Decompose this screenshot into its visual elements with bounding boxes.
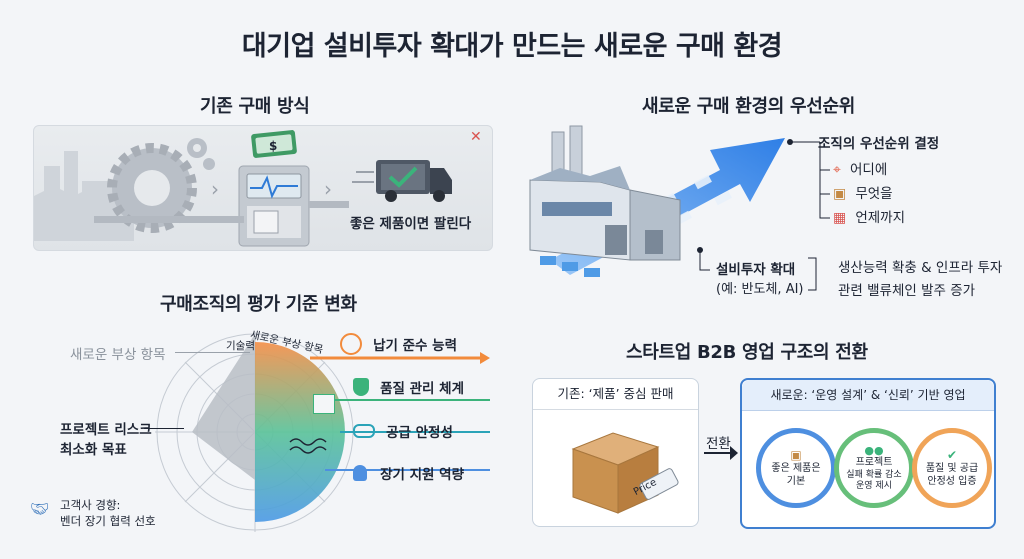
map-pin-icon: ⌖ <box>833 162 841 178</box>
legacy-caption: 좋은 제품이면 팔린다 <box>350 216 472 232</box>
legacy-criteria-area <box>192 334 255 480</box>
money-symbol: $ <box>269 139 277 153</box>
factory-icon <box>529 125 681 261</box>
b2b-heading: 스타트업 B2B 영업 구조의 전환 <box>626 342 868 363</box>
goal-label-2: 최소화 목표 <box>60 442 127 458</box>
chart-icon <box>313 394 335 414</box>
svg-text:›: › <box>324 177 332 201</box>
new-criteria-area <box>255 342 345 522</box>
old-sales-title: 기존: ‘제품’ 중심 판매 <box>533 379 698 410</box>
page-title: 대기업 설비투자 확대가 만드는 새로운 구매 환경 <box>241 31 783 62</box>
package-icon <box>571 432 679 514</box>
person-icon <box>353 464 367 481</box>
capex-effect-1: 생산능력 확충 & 인프라 투자 <box>838 260 1003 276</box>
old-sales-box: 기존: ‘제품’ 중심 판매 Price <box>532 378 699 527</box>
handshake-icon: 🤝︎ <box>30 500 50 518</box>
badge-check-icon: ✔ <box>946 448 958 462</box>
legacy-illustration: › › $ <box>34 130 452 247</box>
legacy-panel: › › $ 좋은 제품이면 팔린 <box>33 125 493 251</box>
decision-label: 조직의 우선순위 결정 <box>818 136 940 152</box>
criterion-quality: 품질 관리 체계 <box>353 376 464 397</box>
criterion-supply: 공급 안정성 <box>353 420 453 441</box>
capex-example: (예: 반도체, AI) <box>716 282 804 297</box>
criterion-support: 장기 지원 역량 <box>353 462 464 483</box>
new-sales-box: 새로운: ‘운영 설계’ & ‘신뢰’ 기반 영업 ▣ 좋은 제품은 기본 ●●… <box>740 378 996 529</box>
svg-text:›: › <box>211 177 219 201</box>
transition-label: 전환 <box>706 436 731 452</box>
box-icon: ▣ <box>833 186 847 202</box>
radar-chart <box>155 332 490 532</box>
money-icon <box>251 130 297 158</box>
tech-label: 기술력 <box>226 340 255 352</box>
priority-connectors <box>697 139 830 291</box>
goal-leader-line <box>144 428 184 429</box>
truck-icon <box>352 160 452 202</box>
shield-check-icon <box>353 377 369 396</box>
priority-heading: 새로운 구매 환경의 우선순위 <box>642 96 856 117</box>
link-icon <box>353 423 375 438</box>
evaluation-heading: 구매조직의 평가 기준 변화 <box>160 294 357 315</box>
transition-arrow <box>704 452 732 454</box>
goal-label-1: 프로젝트 리스크 <box>60 422 152 438</box>
people-icon: ●● <box>864 443 884 457</box>
axis-leader-line <box>175 352 250 353</box>
priority-item-when: ▦ 언제까지 <box>833 210 906 226</box>
machine-icon <box>94 165 349 247</box>
step-risk-reduction: ●● 프로젝트 실패 확률 감소 운영 제시 <box>834 428 914 508</box>
new-axis-label: 새로운 부상 항목 <box>70 347 166 363</box>
box-small-icon: ▣ <box>790 448 802 462</box>
priority-item-what: ▣ 무엇을 <box>833 186 893 202</box>
close-icon: ✕ <box>470 129 482 145</box>
capex-label: 설비투자 확대 <box>716 262 796 278</box>
gear-icon <box>107 138 215 233</box>
customer-trend-1: 고객사 경향: <box>60 498 121 512</box>
new-sales-title: 새로운: ‘운영 설계’ & ‘신뢰’ 기반 영업 <box>742 380 994 411</box>
arrow-head-icon <box>730 446 738 460</box>
legacy-heading: 기존 구매 방식 <box>200 96 310 117</box>
step-supply-proof: ✔ 품질 및 공급 안정성 입증 <box>912 428 992 508</box>
capex-effect-2: 관련 밸류체인 발주 증가 <box>838 283 976 299</box>
calendar-icon: ▦ <box>833 210 847 226</box>
priority-item-where: ⌖ 어디에 <box>833 162 888 178</box>
criterion-delivery: 납기 준수 능력 <box>340 333 457 355</box>
stopwatch-icon <box>340 333 362 355</box>
factory-arrow-illustration <box>529 125 785 277</box>
customer-trend-2: 벤더 장기 협력 선호 <box>60 514 156 528</box>
step-quality-basic: ▣ 좋은 제품은 기본 <box>756 428 836 508</box>
